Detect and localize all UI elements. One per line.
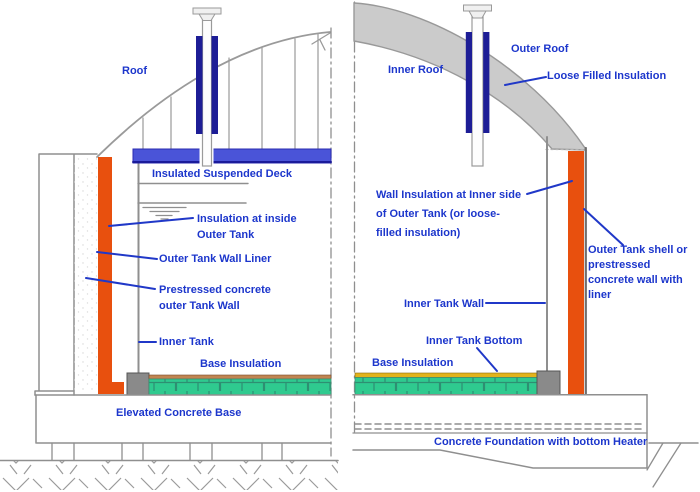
label-inner-roof: Inner Roof [388, 64, 443, 76]
suspended-deck [132, 148, 332, 164]
left-wall-insulation-foot [98, 382, 124, 394]
leader-inside-insulation [108, 217, 194, 227]
left-wall-insulation [98, 157, 112, 383]
label-inner-tank-bottom: Inner Tank Bottom [426, 335, 523, 347]
inner-tank-bottom-layer [354, 372, 538, 378]
right-corner-block [536, 370, 561, 396]
label-inside-insulation: Insulation at inside Outer Tank [197, 213, 297, 241]
label-outer-shell: Outer Tank shell or prestressed concrete… [588, 244, 688, 301]
column-body [201, 13, 213, 167]
right-pump-column [463, 4, 492, 167]
concrete-wall-texture [74, 158, 98, 390]
label-outer-roof: Outer Roof [511, 43, 569, 55]
column-cap-neck [198, 13, 216, 21]
leader-wall-insulation [526, 180, 573, 195]
label-elevated-base: Elevated Concrete Base [116, 407, 242, 419]
deck-hanger-rods [142, 33, 319, 150]
left-corner-block [126, 372, 150, 396]
column-guide-right [483, 32, 490, 133]
column-guide-left [465, 32, 472, 133]
leader-loose-insulation [504, 76, 547, 86]
column-body [471, 10, 484, 167]
label-foundation: Concrete Foundation with bottom Heater [434, 436, 648, 448]
label-wall-insulation: Wall Insulation at Inner side of Outer T… [376, 189, 522, 239]
right-wall-insulation [568, 151, 584, 394]
label-wall-liner: Outer Tank Wall Liner [159, 253, 272, 265]
leader-prestressed-wall [85, 277, 156, 290]
label-inner-tank-wall: Inner Tank Wall [404, 298, 485, 310]
label-loose-insulation: Loose Filled Insulation [547, 70, 667, 82]
label-base-insulation-left: Base Insulation [200, 358, 282, 370]
pile-supports [51, 442, 283, 461]
column-guide-left [196, 36, 203, 134]
label-inner-tank: Inner Tank [159, 336, 214, 348]
column-guide-right [211, 36, 218, 134]
left-base-insulation [148, 378, 332, 396]
leader-lines [85, 76, 624, 372]
left-half-section [0, 7, 339, 490]
soil-hatch [0, 461, 338, 490]
liquid-level-symbol [137, 202, 247, 220]
column-cap-neck [468, 10, 487, 19]
roof-apex-mark [311, 32, 331, 51]
label-prestressed-wall: Prestressed concrete outer Tank Wall [159, 284, 271, 312]
outer-wall-outline [34, 153, 98, 396]
column-cap [192, 7, 222, 15]
left-base-felt-layer [148, 374, 332, 380]
left-pump-column [192, 7, 222, 167]
right-ground-slope [646, 442, 699, 488]
label-suspended-deck: Insulated Suspended Deck [152, 168, 292, 180]
column-cap [463, 4, 492, 12]
concrete-foundation [352, 394, 648, 469]
leader-inner-tank-bottom [476, 347, 498, 372]
leader-wall-liner [96, 251, 158, 260]
leader-outer-shell [583, 208, 624, 246]
label-roof: Roof [122, 65, 148, 77]
right-base-insulation [354, 377, 538, 396]
right-half-section [352, 1, 699, 488]
label-base-insulation-right: Base Insulation [372, 357, 454, 369]
